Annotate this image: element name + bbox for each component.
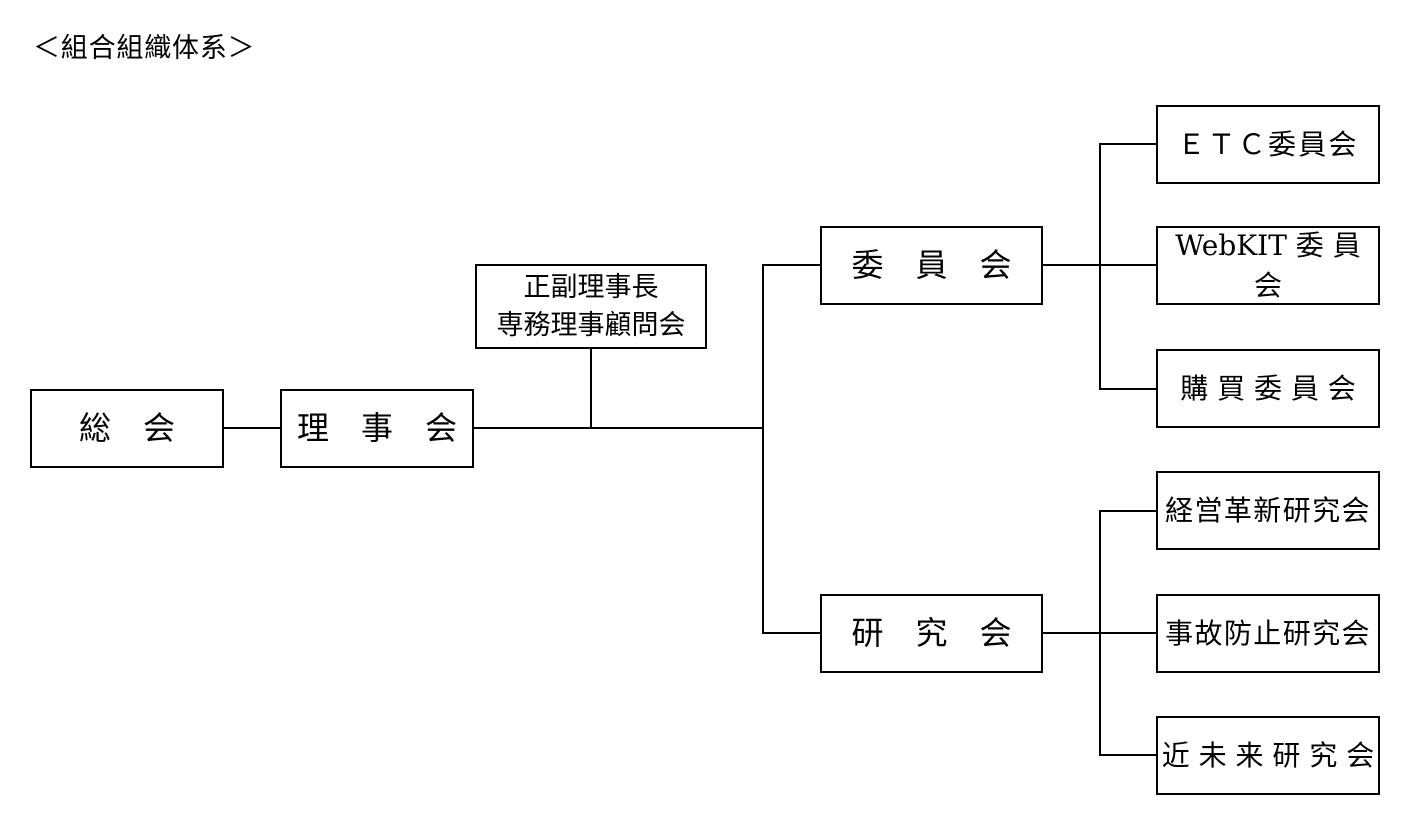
connector-trunk-studygroups <box>762 632 820 634</box>
connector-advisors-drop <box>590 349 592 429</box>
node-committees-label: 委 員 会 <box>851 246 1012 285</box>
node-webkit-committee-label: WebKIT 委 員 会 <box>1175 229 1361 302</box>
node-study-groups-label: 研 究 会 <box>851 614 1012 653</box>
node-near-future-study: 近 未 来 研 究 会 <box>1156 716 1380 795</box>
connector-studygroups-trunk-vertical <box>1099 510 1101 756</box>
connector-trunk-vertical <box>762 264 764 634</box>
node-accident-prevention-study: 事故防止研究会 <box>1156 594 1380 673</box>
node-webkit-committee: WebKIT 委 員 会 <box>1156 226 1380 305</box>
connector-trunk-committees <box>762 264 820 266</box>
node-chairman-advisors-label: 正副理事長 専務理事顧問会 <box>496 271 686 341</box>
connector-trunk-managementinnovation <box>1099 510 1156 512</box>
node-near-future-study-label: 近 未 来 研 究 会 <box>1161 738 1375 772</box>
node-purchasing-committee-label: 購 買 委 員 会 <box>1180 371 1356 405</box>
node-chairman-advisors: 正副理事長 専務理事顧問会 <box>475 264 707 349</box>
page-title: ＜組合組織体系＞ <box>33 33 256 64</box>
node-study-groups: 研 究 会 <box>820 594 1043 673</box>
node-board-of-directors-label: 理 事 会 <box>296 409 457 448</box>
node-etc-committee: ＥＴＣ委員会 <box>1156 105 1380 184</box>
node-general-meeting-label: 総 会 <box>78 409 175 448</box>
node-accident-prevention-study-label: 事故防止研究会 <box>1165 616 1371 650</box>
connector-trunk-nearfuture <box>1099 754 1156 756</box>
node-general-meeting: 総 会 <box>30 389 224 468</box>
node-etc-committee-label: ＥＴＣ委員会 <box>1177 127 1359 161</box>
node-committees: 委 員 会 <box>820 226 1043 305</box>
node-purchasing-committee: 購 買 委 員 会 <box>1156 349 1380 428</box>
connector-board-trunk <box>474 427 764 429</box>
connector-trunk-etc <box>1099 143 1156 145</box>
connector-trunk-purchasing <box>1099 388 1156 390</box>
connector-generalmeeting-board <box>224 427 280 429</box>
node-management-innovation-study-label: 経営革新研究会 <box>1165 493 1371 527</box>
node-management-innovation-study: 経営革新研究会 <box>1156 471 1380 550</box>
node-board-of-directors: 理 事 会 <box>280 389 474 468</box>
connector-committees-trunk-vertical <box>1099 143 1101 390</box>
